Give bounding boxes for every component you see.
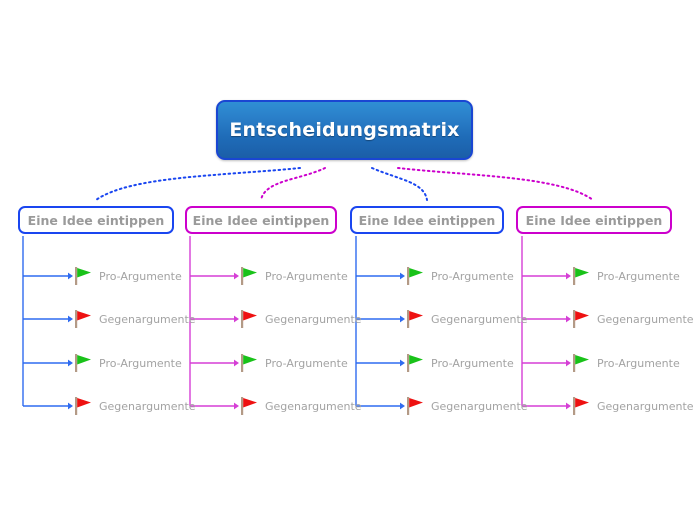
root-connector-4 (397, 167, 594, 201)
leaf-label: Pro-Argumente (99, 356, 182, 370)
flag-green-icon (573, 267, 589, 285)
leaf-label: Gegenargumente (597, 312, 694, 326)
root-connector-3 (371, 167, 428, 201)
leaf-item[interactable]: Pro-Argumente (239, 265, 348, 287)
flag-red-icon (75, 397, 91, 415)
branch-node-1[interactable]: Eine Idee eintippen (18, 206, 174, 234)
flag-red-icon (573, 310, 589, 328)
leaf-item[interactable]: Gegenargumente (571, 395, 694, 417)
leaf-item[interactable]: Pro-Argumente (73, 265, 182, 287)
branch-3-connectors (355, 236, 405, 410)
branch-1-connectors (22, 236, 73, 410)
leaf-label: Pro-Argumente (431, 269, 514, 283)
root-node-label: Entscheidungsmatrix (229, 119, 460, 141)
leaf-label: Pro-Argumente (597, 269, 680, 283)
branch-4-connectors (521, 236, 571, 410)
leaf-item[interactable]: Pro-Argumente (405, 352, 514, 374)
flag-green-icon (75, 354, 91, 372)
branch-node-4-label: Eine Idee eintippen (525, 212, 663, 228)
flag-red-icon (75, 310, 91, 328)
leaf-label: Pro-Argumente (597, 356, 680, 370)
leaf-label: Gegenargumente (431, 399, 528, 413)
leaf-label: Pro-Argumente (265, 356, 348, 370)
leaf-item[interactable]: Gegenargumente (239, 395, 362, 417)
flag-red-icon (241, 310, 257, 328)
leaf-item[interactable]: Pro-Argumente (73, 352, 182, 374)
leaf-label: Gegenargumente (99, 399, 196, 413)
leaf-label: Pro-Argumente (265, 269, 348, 283)
leaf-label: Pro-Argumente (431, 356, 514, 370)
leaf-label: Gegenargumente (99, 312, 196, 326)
leaf-item[interactable]: Gegenargumente (73, 308, 196, 330)
leaf-item[interactable]: Gegenargumente (405, 308, 528, 330)
leaf-label: Pro-Argumente (99, 269, 182, 283)
flag-green-icon (241, 354, 257, 372)
root-connector-2 (260, 167, 326, 201)
branch-node-2-label: Eine Idee eintippen (192, 212, 330, 228)
branch-2-connectors (189, 236, 239, 410)
leaf-item[interactable]: Pro-Argumente (405, 265, 514, 287)
root-connector-1 (95, 167, 301, 201)
root-node[interactable]: Entscheidungsmatrix (216, 100, 473, 160)
flag-green-icon (75, 267, 91, 285)
branch-node-4[interactable]: Eine Idee eintippen (516, 206, 672, 234)
leaf-item[interactable]: Gegenargumente (405, 395, 528, 417)
leaf-item[interactable]: Pro-Argumente (571, 352, 680, 374)
branch-node-3-label: Eine Idee eintippen (358, 212, 496, 228)
flag-green-icon (573, 354, 589, 372)
leaf-label: Gegenargumente (265, 399, 362, 413)
flag-green-icon (407, 267, 423, 285)
branch-node-1-label: Eine Idee eintippen (27, 212, 165, 228)
leaf-item[interactable]: Gegenargumente (239, 308, 362, 330)
flag-red-icon (407, 397, 423, 415)
flag-green-icon (407, 354, 423, 372)
leaf-item[interactable]: Pro-Argumente (571, 265, 680, 287)
flag-red-icon (407, 310, 423, 328)
leaf-item[interactable]: Gegenargumente (571, 308, 694, 330)
leaf-label: Gegenargumente (265, 312, 362, 326)
leaf-label: Gegenargumente (597, 399, 694, 413)
branch-node-3[interactable]: Eine Idee eintippen (350, 206, 504, 234)
flag-red-icon (573, 397, 589, 415)
leaf-label: Gegenargumente (431, 312, 528, 326)
branch-node-2[interactable]: Eine Idee eintippen (185, 206, 337, 234)
leaf-item[interactable]: Pro-Argumente (239, 352, 348, 374)
leaf-item[interactable]: Gegenargumente (73, 395, 196, 417)
flag-green-icon (241, 267, 257, 285)
flag-red-icon (241, 397, 257, 415)
